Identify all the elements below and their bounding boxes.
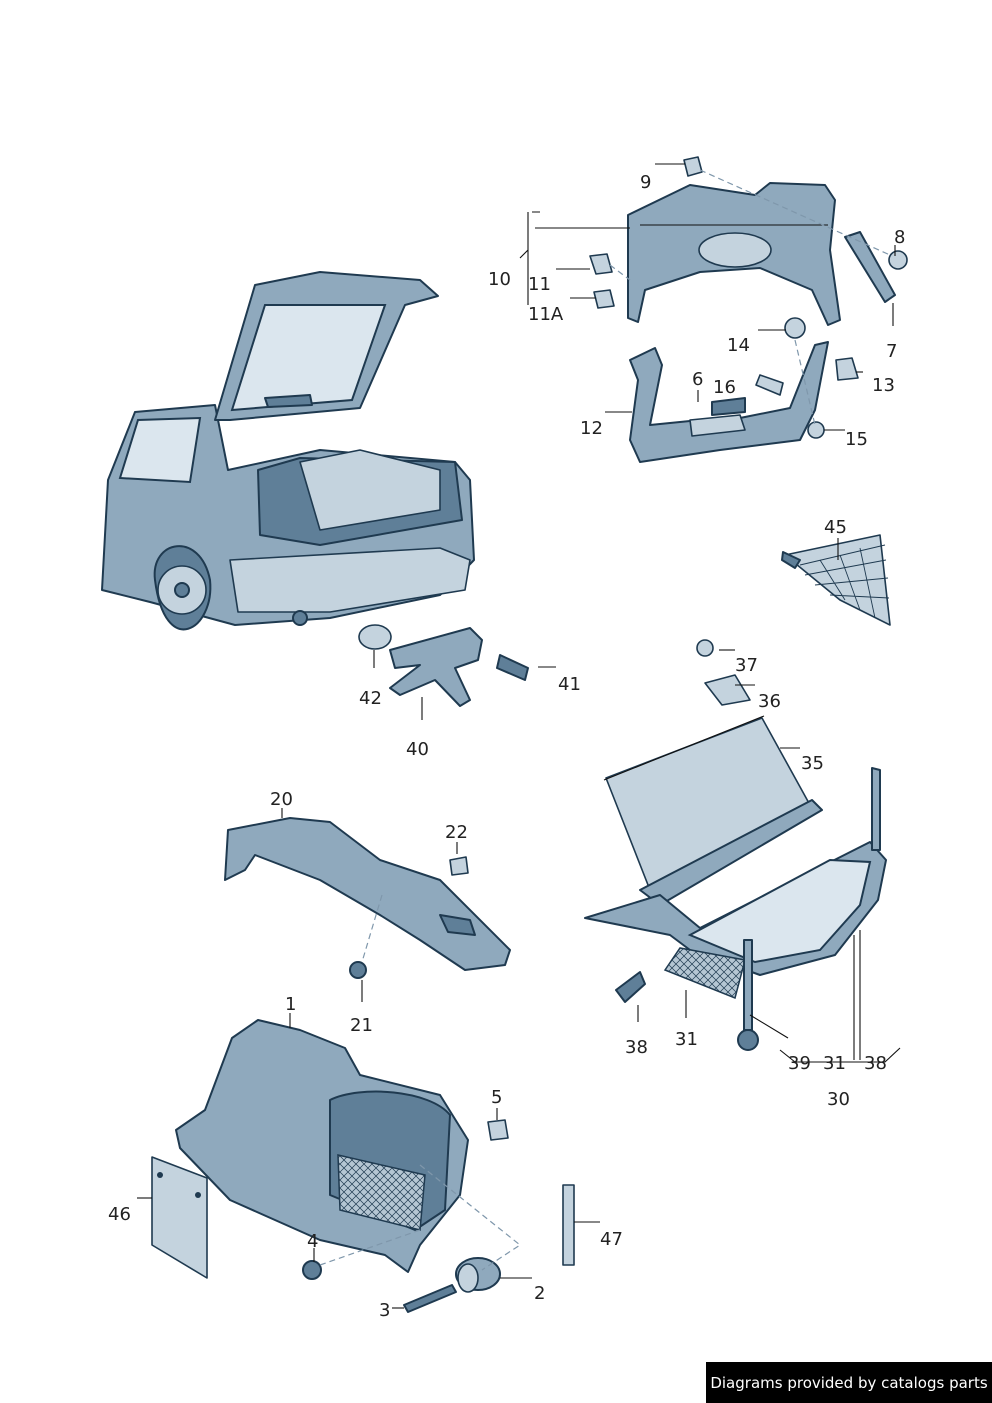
callout-37: 37: [735, 655, 758, 676]
callout-7: 7: [886, 341, 897, 362]
callout-3: 3: [379, 1300, 390, 1321]
callout-35: 35: [801, 753, 824, 774]
callout-12: 12: [580, 418, 603, 439]
callout-8: 8: [894, 227, 905, 248]
callout-42: 42: [359, 688, 382, 709]
callout-21: 21: [350, 1015, 373, 1036]
callout-14: 14: [727, 335, 750, 356]
callout-40: 40: [406, 739, 429, 760]
trunk-lid-lower-trim: [629, 341, 829, 463]
callout-5: 5: [491, 1087, 502, 1108]
callout-11: 11: [528, 274, 551, 295]
callout-38-group: 38: [864, 1053, 887, 1074]
callout-20: 20: [270, 789, 293, 810]
callout-36: 36: [758, 691, 781, 712]
callout-31-group: 31: [823, 1053, 846, 1074]
tube-part: [562, 1184, 575, 1266]
shelf-small-parts: [615, 639, 759, 1051]
callout-47: 47: [600, 1229, 623, 1250]
callout-10: 10: [488, 269, 511, 290]
callout-11a: 11A: [528, 304, 564, 325]
callout-2: 2: [534, 1283, 545, 1304]
watermark-banner: Diagrams provided by catalogs parts: [706, 1362, 992, 1403]
callout-labels: 9 8 10 11 11A 7 14 13 6 16 12 15 45 37 4…: [108, 172, 905, 1321]
callout-16: 16: [713, 377, 736, 398]
callout-31: 31: [675, 1029, 698, 1050]
bag-hook: [358, 624, 529, 707]
callout-15: 15: [845, 429, 868, 450]
callout-4: 4: [307, 1231, 318, 1252]
callout-30: 30: [827, 1089, 850, 1110]
leader-lines: [137, 163, 901, 1309]
roller-cover-and-shelf: [584, 715, 887, 976]
car-illustration: [101, 271, 475, 631]
callout-45: 45: [824, 517, 847, 538]
callout-39: 39: [788, 1053, 811, 1074]
watermark-text: Diagrams provided by catalogs parts: [710, 1373, 988, 1392]
callout-41: 41: [558, 674, 581, 695]
callout-46: 46: [108, 1204, 131, 1225]
callout-6: 6: [692, 369, 703, 390]
warning-plate: [151, 1156, 208, 1279]
callout-13: 13: [872, 375, 895, 396]
trunk-lid-upper-trim: [627, 182, 841, 326]
side-trim-panel: [175, 1019, 522, 1313]
fasteners-upper-right: [589, 156, 908, 439]
side-trim-bracket: [224, 817, 511, 979]
callout-22: 22: [445, 822, 468, 843]
luggage-net: [781, 534, 891, 626]
callout-1: 1: [285, 994, 296, 1015]
callout-38: 38: [625, 1037, 648, 1058]
callout-9: 9: [640, 172, 651, 193]
